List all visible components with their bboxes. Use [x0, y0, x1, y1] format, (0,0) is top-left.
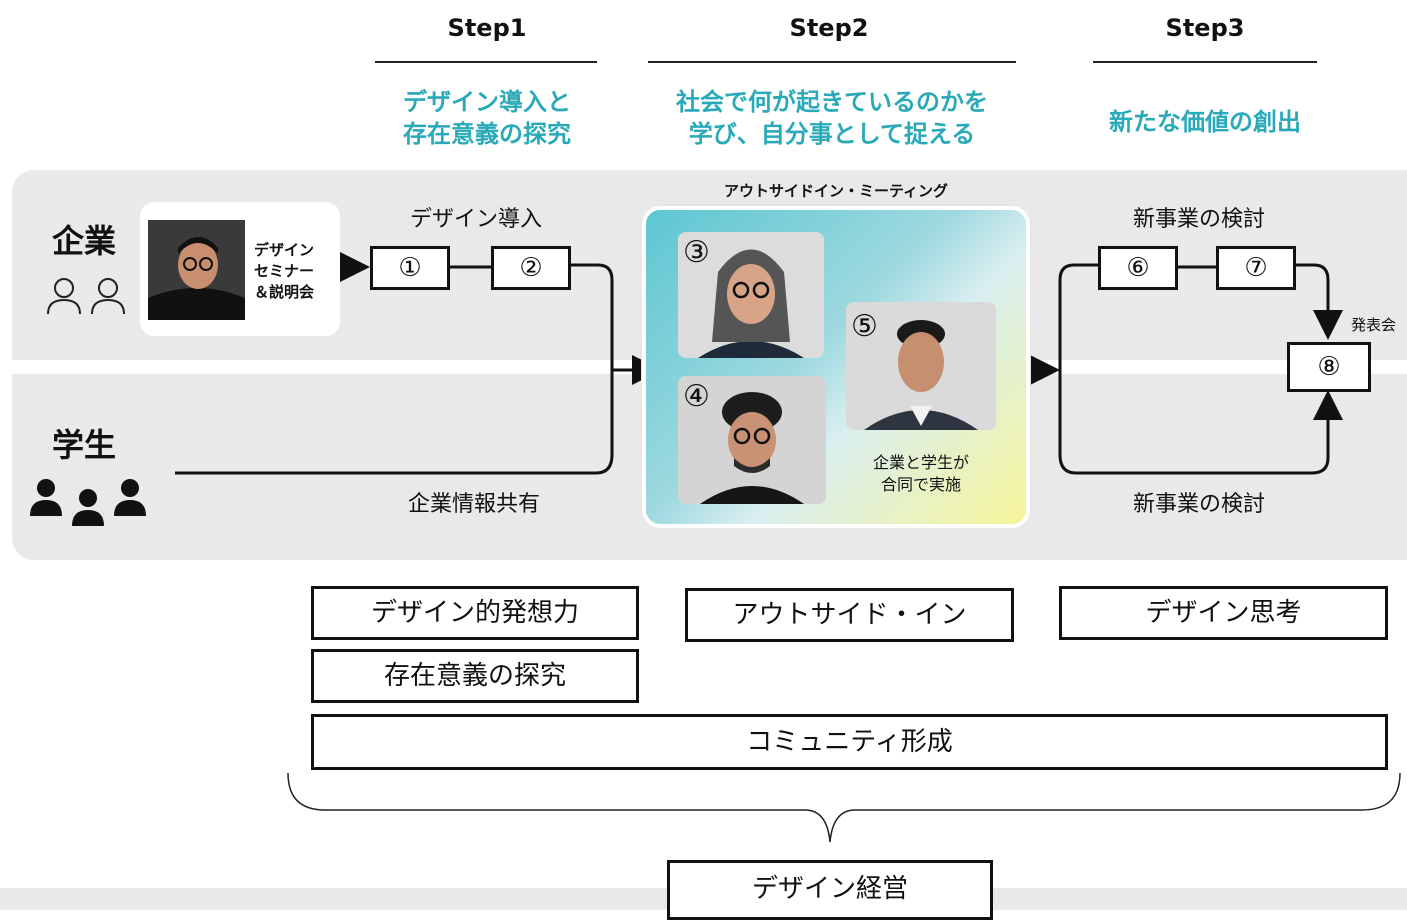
feature-design-idea: デザイン的発想力 [311, 586, 639, 640]
step1-rule [375, 61, 597, 63]
number-4: ④ [683, 379, 710, 414]
speaker-photo-4 [678, 376, 826, 504]
step1-subtitle: デザイン導入と存在意義の探究 [403, 88, 571, 148]
number-3: ③ [683, 235, 710, 270]
info-share-label: 企業情報共有 [407, 492, 540, 517]
step3-title: Step3 [1165, 14, 1245, 42]
step3-rule [1093, 61, 1317, 63]
company-people-icon [47, 278, 125, 315]
step-box-6: ⑥ [1098, 246, 1178, 290]
design-intro-label: デザイン導入 [409, 207, 542, 232]
seminar-text: デザインセミナー＆説明会 [254, 241, 315, 301]
step1-title: Step1 [447, 14, 527, 42]
students-people-icon [30, 479, 146, 526]
seminar-presenter-photo [148, 220, 245, 320]
new-biz-bottom-label: 新事業の検討 [1132, 492, 1265, 517]
step-box-2: ② [491, 246, 571, 290]
speaker-photo-3 [678, 232, 824, 358]
number-5: ⑤ [851, 309, 878, 344]
step2-rule [648, 61, 1016, 63]
step-box-7: ⑦ [1216, 246, 1296, 290]
summary-brace [287, 772, 1401, 843]
feature-community: コミュニティ形成 [311, 714, 1388, 770]
step2-title: Step2 [789, 14, 869, 42]
feature-purpose: 存在意義の探究 [311, 649, 639, 703]
step-box-8: ⑧ [1287, 342, 1371, 392]
step-box-1: ① [370, 246, 450, 290]
company-label: 企業 [52, 222, 117, 260]
feature-design-thinking: デザイン思考 [1059, 586, 1388, 640]
feature-design-management: デザイン経営 [667, 860, 993, 920]
feature-outside-in: アウトサイド・イン [685, 588, 1014, 642]
step2-subtitle: 社会で何が起きているのかを学び、自分事として捉える [676, 88, 988, 148]
speaker-photo-5 [846, 302, 996, 430]
student-label: 学生 [52, 426, 117, 464]
joint-label: 企業と学生が合同で実施 [872, 453, 969, 494]
new-biz-top-label: 新事業の検討 [1132, 207, 1265, 232]
presentation-label: 発表会 [1351, 316, 1397, 334]
step3-subtitle: 新たな価値の創出 [1109, 108, 1301, 136]
seminar-card: デザインセミナー＆説明会 [140, 202, 340, 336]
meeting-label: アウトサイドイン・ミーティング [723, 182, 949, 200]
